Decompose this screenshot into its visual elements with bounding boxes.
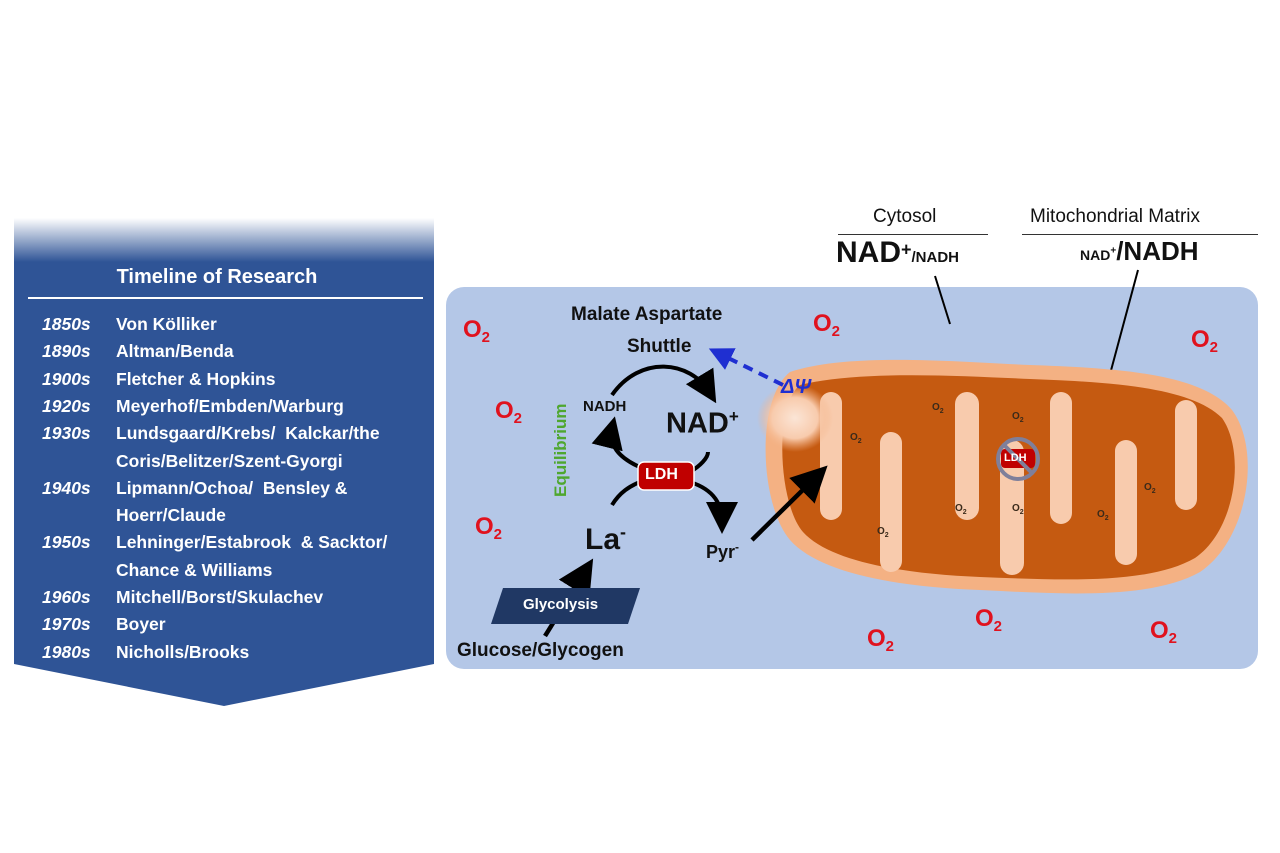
o2-molecule: O2 [475, 513, 503, 543]
timeline-year: 1850s [42, 314, 91, 334]
delta-psi-label: ΔΨ [781, 376, 811, 398]
matrix-nadh: /NADH [1116, 236, 1199, 266]
nad-text: NAD [666, 407, 729, 440]
o2-small: O2 [955, 503, 967, 516]
timeline-researchers: Von Kölliker [116, 314, 217, 334]
matrix-label: Mitochondrial Matrix [1030, 206, 1200, 227]
timeline-year: 1890s [42, 341, 91, 362]
cytosol-pointer-line [934, 275, 951, 325]
matrix-ratio: NAD+/NADH [1080, 236, 1199, 267]
timeline-year: 1980s [42, 641, 91, 662]
timeline-year: 1930s [42, 423, 91, 444]
lactate-text: La [585, 523, 621, 556]
equilibrium-label: Equilibrium [551, 403, 570, 498]
pyruvate-text: Pyr [706, 542, 736, 562]
timeline-year: 1900s [42, 368, 91, 389]
timeline-researchers: Meyerhof/Embden/Warburg [116, 395, 344, 416]
mitochondrion [757, 359, 1248, 594]
delta-psi-arrow [708, 348, 784, 387]
o2-molecule: O2 [1150, 617, 1178, 647]
ldh-to-pyr-arrow [689, 480, 738, 534]
o2-small: O2 [1012, 411, 1024, 424]
timeline-researchers: Boyer [116, 614, 166, 635]
timeline-title: Timeline of Research [116, 266, 318, 288]
mito-ldh-label: LDH [1004, 452, 1027, 464]
matrix-plus: + [1110, 245, 1117, 257]
timeline-researchers: Lipmann/Ochoa/ Bensley & [116, 477, 348, 498]
matrix-underline [1022, 234, 1258, 235]
ldh-label: LDH [645, 466, 678, 483]
timeline-researchers: Nicholls/Brooks [116, 641, 250, 662]
timeline-researchers: Coris/Belitzer/Szent-Gyorgi [116, 450, 343, 471]
lactate-minus: - [620, 522, 627, 542]
timeline-year: 1960s [42, 587, 91, 607]
timeline-researchers: Mitchell/Borst/Skulachev [116, 587, 324, 607]
o2-small: O2 [932, 402, 944, 415]
timeline-banner-shape [14, 218, 434, 706]
glycolysis-label: Glycolysis [523, 596, 599, 613]
cytosol-underline [838, 234, 988, 235]
timeline-year: 1970s [42, 614, 91, 635]
lactate-label: La- [585, 522, 626, 557]
nad-label: NAD+ [666, 407, 739, 441]
o2-molecule: O2 [495, 397, 523, 427]
o2-small: O2 [1144, 482, 1156, 495]
nadh-label: NADH [583, 398, 627, 415]
cytosol-label: Cytosol [873, 206, 937, 227]
glycolysis-box [491, 588, 640, 624]
o2-molecule: O2 [1191, 326, 1219, 356]
la-stem [610, 480, 641, 507]
cytosol-nadh: /NADH [911, 249, 960, 266]
nad-to-nadh-arrow [591, 416, 643, 470]
prohibit-slash [1002, 443, 1034, 475]
prohibit-circle [996, 437, 1040, 481]
timeline-year: 1940s [42, 477, 91, 498]
glucose-label: Glucose/Glycogen [457, 640, 624, 661]
timeline-researchers: Chance & Williams [116, 559, 273, 580]
ldh-box [637, 461, 695, 491]
o2-small: O2 [1097, 509, 1109, 522]
o2-molecule: O2 [463, 316, 491, 346]
timeline-researchers: Altman/Benda [116, 341, 234, 362]
timeline-researchers: Hoerr/Claude [116, 505, 226, 526]
o2-small: O2 [850, 432, 862, 445]
cytosol-nad-plus: NAD [836, 236, 901, 269]
o2-molecule: O2 [975, 605, 1003, 635]
timeline-researchers: Lehninger/Estabrook & Sacktor/ [116, 532, 388, 553]
shuttle-arc-arrow [610, 364, 717, 404]
o2-small: O2 [1012, 503, 1024, 516]
cytosol-ratio: NAD+/NADH [836, 236, 959, 270]
timeline-researchers: Lundsgaard/Krebs/ Kalckar/the [116, 423, 380, 444]
matrix-nad-plus: NAD [1080, 247, 1111, 263]
o2-molecule: O2 [813, 310, 841, 340]
cytosol-plus: + [901, 239, 912, 260]
timeline-researchers: Fletcher & Hopkins [116, 368, 276, 389]
shuttle-label-line2: Shuttle [627, 336, 692, 357]
pyruvate-minus: - [735, 540, 740, 554]
shuttle-label-line1: Malate Aspartate [571, 304, 723, 325]
nad-plus: + [728, 407, 739, 426]
pyr-to-mito-arrow [750, 465, 828, 542]
timeline-year: 1920s [42, 395, 91, 416]
o2-molecule: O2 [867, 625, 895, 655]
o2-small: O2 [877, 526, 889, 539]
timeline-year: 1950s [42, 532, 91, 553]
timeline-banner [14, 218, 434, 708]
pyruvate-label: Pyr- [706, 540, 739, 563]
timeline-divider [28, 297, 423, 299]
